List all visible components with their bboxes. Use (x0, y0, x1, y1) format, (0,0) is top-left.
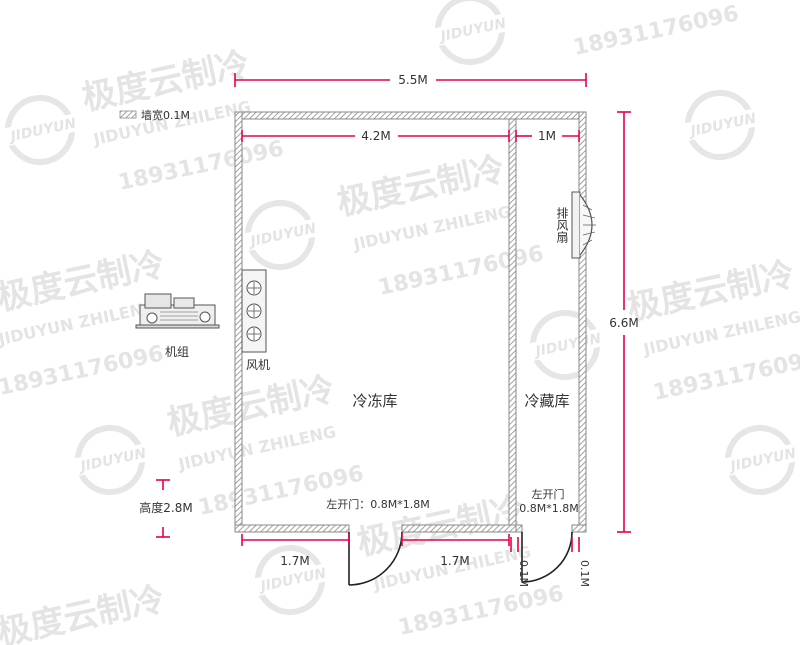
dimension-labels: 5.5M 4.2M 1M 6.6M 高度2.8M 1.7M 1.7M 0.1M … (139, 73, 638, 587)
legend: 墙宽0.1M (119, 108, 190, 122)
watermark-logo-6: JIDUYUN (64, 420, 156, 499)
cooler-door-swing (521, 531, 573, 583)
dimension-lines (156, 73, 631, 552)
label-height: 高度2.8M (139, 500, 192, 515)
watermark-phone-5: 18931176096 (651, 346, 800, 405)
watermark-phone-6: 18931176096 (196, 461, 366, 520)
label-total-width: 5.5M (398, 73, 427, 87)
room-cooler-name: 冷藏库 (524, 392, 569, 410)
wall-top (234, 111, 587, 120)
cooler-door-label-2: 0.8M*1.8M (519, 502, 578, 515)
label-wall-mid-segment: 1.7M (440, 554, 469, 568)
wall-legend-swatch (119, 110, 137, 119)
condensing-unit-label: 机组 (165, 345, 189, 359)
wall-legend-label: 墙宽0.1M (141, 108, 190, 122)
label-cooler-width: 1M (538, 129, 556, 143)
condensing-unit-icon (135, 293, 220, 329)
watermark-phone-4: 18931176096 (0, 341, 166, 400)
wall-right (578, 111, 587, 533)
exhaust-fan-label: 排风扇 (555, 207, 569, 244)
watermark-logo-3: JIDUYUN (674, 85, 766, 164)
label-gap-right: 0.1M (578, 560, 591, 587)
watermark-logo-1: JIDUYUN (424, 0, 516, 70)
wall-bottom-stub (515, 524, 523, 533)
freezer-door-swing (348, 531, 403, 586)
walls (234, 111, 587, 533)
cooler-door (521, 531, 573, 583)
evaporator-label: 风机 (246, 358, 270, 372)
cooler-door-label-1: 左开门 (532, 487, 565, 501)
watermark-logo-4: JIDUYUN (234, 195, 326, 274)
label-gap-left: 0.1M (517, 560, 530, 587)
watermark-phone-3: 18931176096 (376, 241, 546, 300)
watermark-logo-8: JIDUYUN (244, 540, 336, 619)
label-freezer-width: 4.2M (361, 129, 390, 143)
watermark-logo-2: JIDUYUN (0, 90, 86, 169)
room-labels: 冷冻库 冷藏库 左开门：0.8M*1.8M 左开门 0.8M*1.8M (326, 392, 578, 515)
label-total-depth: 6.6M (609, 316, 638, 330)
wall-bottom-right (571, 524, 587, 533)
wall-bottom-left (234, 524, 350, 533)
watermark-logo-7: JIDUYUN (714, 420, 800, 499)
watermark-brand-7: 极度云制冷 (0, 579, 168, 645)
wall-bottom-mid (401, 524, 517, 533)
watermark-phone-1: 18931176096 (571, 1, 741, 60)
watermark-phone-2: 18931176096 (116, 136, 286, 195)
wall-left (234, 111, 243, 533)
evaporator-icon (241, 269, 267, 353)
room-freezer-name: 冷冻库 (352, 392, 397, 410)
wall-partition (508, 118, 517, 533)
watermark-logo-5: JIDUYUN (519, 305, 611, 384)
freezer-door-label: 左开门：0.8M*1.8M (326, 497, 429, 511)
exhaust-fan-icon (571, 191, 596, 259)
watermark-phone-7: 18931176096 (396, 581, 566, 640)
label-wall-left-segment: 1.7M (280, 554, 309, 568)
